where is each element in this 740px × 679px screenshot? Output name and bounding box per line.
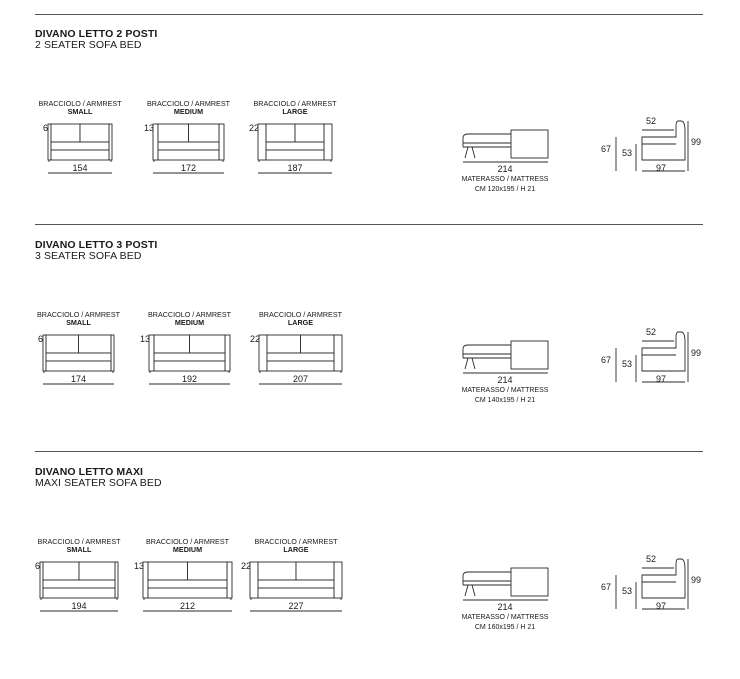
- open-length-value: 214: [497, 375, 513, 385]
- total-height-value: 99: [691, 137, 702, 147]
- armrest-size: LARGE: [283, 545, 309, 554]
- top-divider: [35, 14, 703, 15]
- seat-depth-value: 52: [646, 327, 657, 337]
- arm-height-value: 67: [601, 582, 612, 592]
- sofa-total-width-value: 192: [181, 374, 198, 384]
- sofa-front-view: [152, 123, 225, 174]
- sofa-total-width-value: 227: [288, 601, 304, 611]
- side-depth-value: 97: [656, 163, 667, 173]
- sofa-front-view: [39, 561, 119, 612]
- section-title: DIVANO LETTO 3 POSTI: [35, 239, 158, 251]
- sofa-total-width-value: 154: [72, 163, 88, 173]
- armrest-width-value: 22: [250, 334, 261, 344]
- open-bed-side-view: [462, 340, 549, 374]
- armrest-label-text: BRACCIOLO / ARMREST: [145, 537, 230, 546]
- side-depth-value: 97: [656, 374, 667, 384]
- armrest-width-value: 22: [241, 561, 252, 571]
- section-title: DIVANO LETTO 2 POSTI: [35, 28, 158, 40]
- sofa-front-view: [258, 334, 343, 385]
- open-bed-side-view: [462, 129, 549, 163]
- sofa-front-view: [47, 123, 113, 174]
- armrest-label-text: BRACCIOLO / ARMREST: [253, 99, 337, 108]
- arm-height-value: 67: [601, 144, 612, 154]
- seat-height-value: 53: [622, 359, 633, 369]
- seat-height-value: 53: [622, 148, 633, 158]
- armrest-size: LARGE: [282, 107, 308, 116]
- sofa-side-view: [615, 331, 689, 383]
- sofa-total-width-value: 174: [70, 374, 87, 384]
- seat-depth-value: 52: [646, 116, 657, 126]
- arm-height-value: 67: [601, 355, 612, 365]
- armrest-size: SMALL: [67, 107, 93, 116]
- side-depth-value: 97: [656, 601, 667, 611]
- armrest-label-text: BRACCIOLO / ARMREST: [38, 99, 122, 108]
- mattress-size: CM 120x195 / H 21: [474, 186, 536, 193]
- sofa-side-view: [615, 120, 689, 172]
- section-subtitle: MAXI SEATER SOFA BED: [35, 477, 162, 489]
- armrest-size: LARGE: [287, 318, 314, 327]
- armrest-label-text: BRACCIOLO / ARMREST: [146, 99, 231, 108]
- seat-height-value: 53: [622, 586, 633, 596]
- mattress-label: MATERASSO / MATTRESS: [461, 387, 549, 394]
- armrest-label-text: BRACCIOLO / ARMREST: [254, 537, 338, 546]
- sofa-front-view: [249, 561, 343, 612]
- total-height-value: 99: [691, 348, 702, 358]
- sofa-total-width-value: 187: [287, 163, 303, 173]
- sofa-front-view: [142, 561, 233, 612]
- sofa-front-view: [257, 123, 333, 174]
- sofa-total-width-value: 172: [180, 163, 197, 173]
- sofa-total-width-value: 212: [179, 601, 196, 611]
- sofa-total-width-value: 207: [292, 374, 309, 384]
- armrest-width-value: 6: [38, 334, 44, 344]
- armrest-width-value: 6: [43, 123, 49, 133]
- armrest-label-text: BRACCIOLO / ARMREST: [147, 310, 232, 319]
- armrest-width-value: 13: [140, 334, 151, 344]
- section-subtitle: 2 SEATER SOFA BED: [35, 39, 142, 51]
- section-divider-3: [35, 451, 703, 452]
- section-title: DIVANO LETTO MAXI: [35, 466, 144, 478]
- armrest-width-value: 6: [35, 561, 41, 571]
- mattress-label: MATERASSO / MATTRESS: [461, 176, 549, 183]
- mattress-size: CM 140x195 / H 21: [474, 397, 536, 404]
- open-length-value: 214: [497, 164, 513, 174]
- armrest-size: MEDIUM: [172, 545, 203, 554]
- armrest-label-text: BRACCIOLO / ARMREST: [36, 310, 121, 319]
- section-subtitle: 3 SEATER SOFA BED: [35, 250, 142, 262]
- armrest-size: MEDIUM: [173, 107, 204, 116]
- section-divider-2: [35, 224, 703, 225]
- mattress-size: CM 160x195 / H 21: [474, 624, 536, 631]
- sofa-side-view: [615, 558, 689, 610]
- sofa-front-view: [42, 334, 115, 385]
- total-height-value: 99: [691, 575, 702, 585]
- armrest-width-value: 22: [249, 123, 260, 133]
- armrest-width-value: 13: [134, 561, 145, 571]
- armrest-size: MEDIUM: [174, 318, 205, 327]
- open-bed-side-view: [462, 567, 549, 601]
- armrest-size: SMALL: [66, 545, 92, 554]
- armrest-width-value: 13: [144, 123, 155, 133]
- armrest-label-text: BRACCIOLO / ARMREST: [258, 310, 343, 319]
- armrest-label-text: BRACCIOLO / ARMREST: [37, 537, 121, 546]
- sofa-total-width-value: 194: [71, 601, 87, 611]
- armrest-size: SMALL: [66, 318, 91, 327]
- sofa-front-view: [148, 334, 231, 385]
- open-length-value: 214: [497, 602, 513, 612]
- mattress-label: MATERASSO / MATTRESS: [461, 614, 549, 621]
- seat-depth-value: 52: [646, 554, 657, 564]
